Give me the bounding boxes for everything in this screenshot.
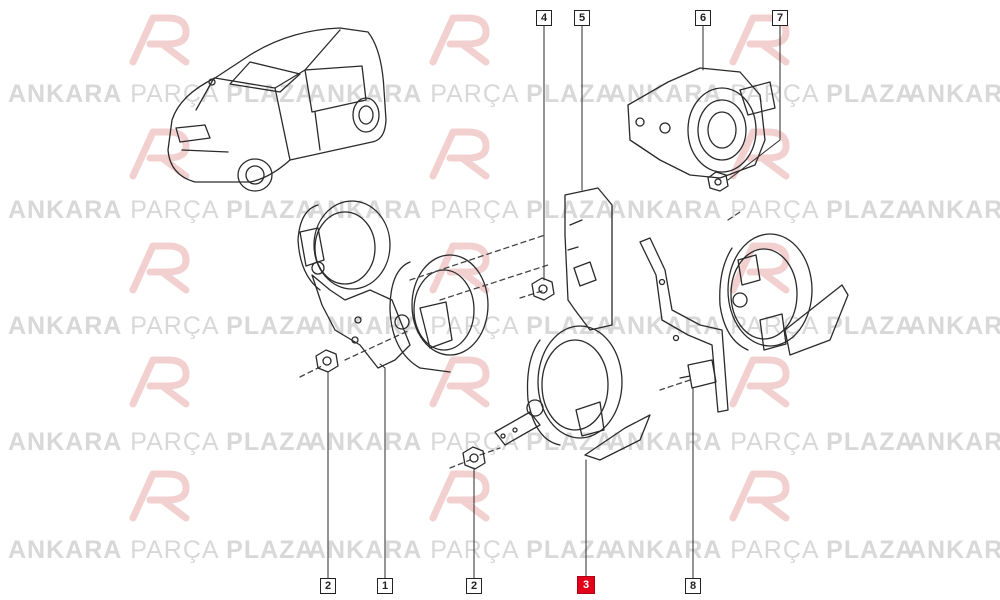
flange-nut-icon — [315, 349, 339, 373]
electronic-horn-unit — [627, 67, 776, 179]
callout-1[interactable]: 1 — [377, 578, 393, 594]
watermark-logo-icon — [129, 356, 190, 408]
callout-2-left[interactable]: 2 — [320, 578, 336, 594]
horn-with-bracket — [639, 233, 849, 413]
watermark-logo-icon — [729, 128, 790, 180]
watermark-logo-icon — [129, 14, 190, 66]
callout-3-selected[interactable]: 3 — [577, 576, 595, 594]
watermark-row: ANKARA PARÇA PLAZA ANKARA PARÇA PLAZA AN… — [8, 196, 1000, 224]
watermark-logo-icon — [729, 356, 790, 408]
twin-horn-assembly — [297, 200, 489, 373]
watermark-row: ANKARA PARÇA PLAZA ANKARA PARÇA PLAZA AN… — [8, 536, 1000, 564]
callout-6[interactable]: 6 — [695, 10, 711, 26]
mounting-plate — [564, 187, 613, 331]
callout-7[interactable]: 7 — [772, 10, 788, 26]
watermark-row: ANKARA PARÇA PLAZA ANKARA PARÇA PLAZA AN… — [8, 428, 1000, 456]
watermark-logo-icon — [429, 242, 490, 294]
watermark-row: ANKARA PARÇA PLAZA ANKARA PARÇA PLAZA AN… — [8, 312, 1000, 340]
watermark-logo-icon — [129, 470, 190, 522]
callout-8[interactable]: 8 — [685, 578, 701, 594]
callout-4[interactable]: 4 — [536, 10, 552, 26]
callout-2-center[interactable]: 2 — [466, 578, 482, 594]
car-icon — [167, 27, 387, 192]
watermark-logo-icon — [429, 356, 490, 408]
flange-nut-icon — [462, 446, 486, 470]
flange-nut-icon — [707, 171, 729, 192]
flange-nut-icon — [531, 277, 555, 301]
watermark-logo-icon — [729, 470, 790, 522]
callout-5[interactable]: 5 — [574, 10, 590, 26]
single-horn — [494, 325, 651, 461]
watermark-logo-icon — [129, 242, 190, 294]
watermark-logo-icon — [429, 128, 490, 180]
watermark-logo-icon — [429, 14, 490, 66]
